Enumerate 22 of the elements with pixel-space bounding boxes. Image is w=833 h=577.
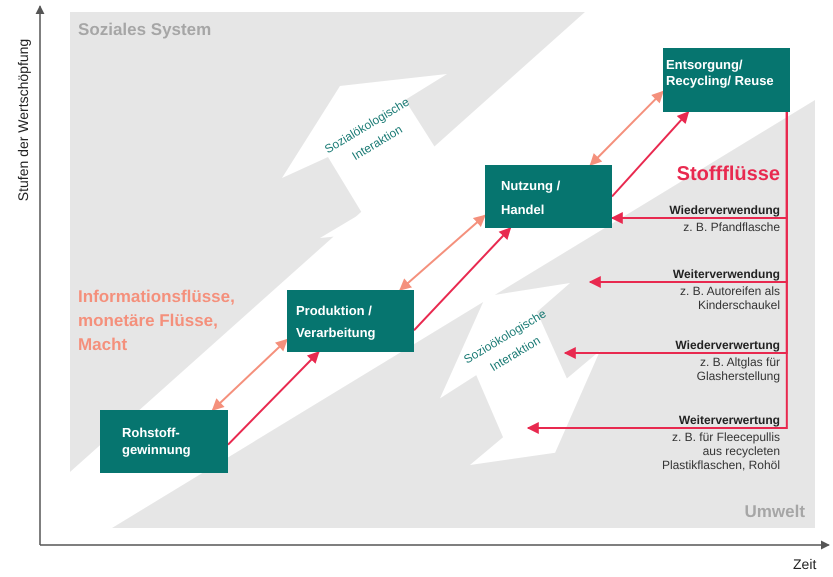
region-title: Umwelt — [744, 502, 805, 522]
edge-label: Weiterverwertung z. B. für Fleecepullis aus recycleten Plastikflaschen, Rohöl — [660, 413, 780, 472]
edge-label: Wiederverwertung z. B. Altglas für Glasherstellung — [674, 338, 780, 383]
arrow — [399, 214, 486, 291]
double-block-arrow — [440, 283, 600, 465]
stage-box: Entsorgung/ Recycling/ Reuse — [663, 48, 790, 112]
axis-title: Zeit — [793, 556, 816, 572]
stage-box: Rohstoff- gewinnung — [100, 410, 228, 473]
axis-title: Stufen der Wertschöpfung — [15, 38, 31, 204]
region-title: Soziales System — [78, 20, 212, 40]
edge-label: Weiterverwendung z. B. Autoreifen als Kinderschaukel — [672, 267, 780, 312]
annotation-text: Stoffflüsse — [676, 163, 780, 186]
arrow — [526, 112, 788, 434]
edge-label: Wiederverwendung z. B. Pfandflasche — [668, 203, 780, 234]
stage-box: Produktion / Verarbeitung — [287, 290, 414, 352]
arrow — [590, 90, 664, 166]
arrow — [212, 338, 288, 411]
arrow — [413, 227, 512, 331]
arrow — [611, 111, 690, 198]
annotation-text: Informationsflüsse, monetäre Flüsse, Macht — [78, 286, 236, 356]
stage-box: Nutzung / Handel — [485, 165, 612, 228]
arrow — [227, 351, 320, 446]
